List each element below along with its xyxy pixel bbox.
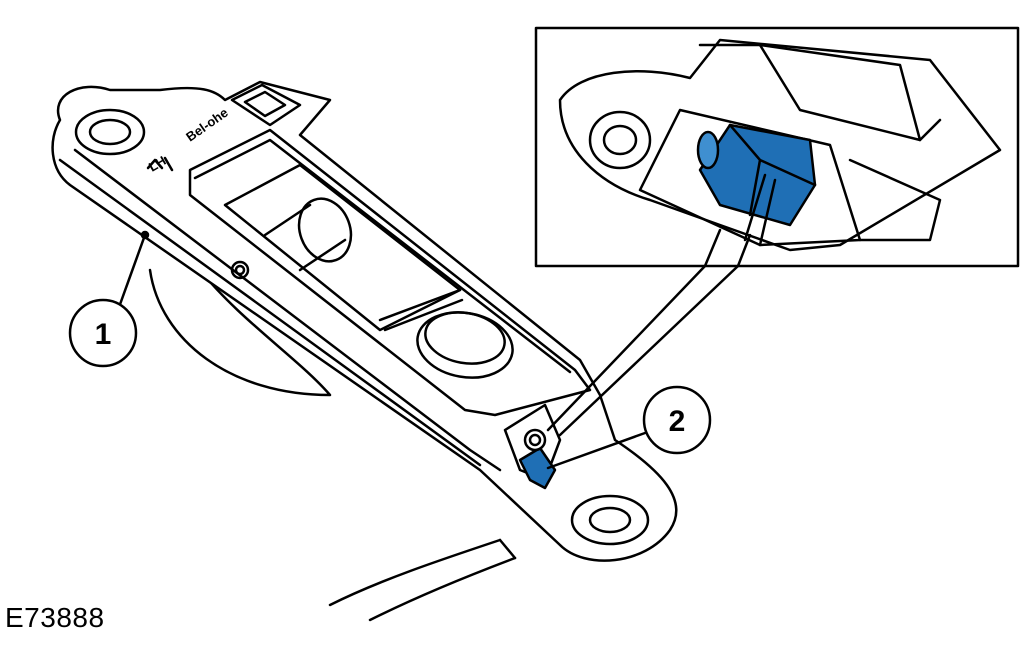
right-mount-hole: [570, 494, 650, 546]
figure-id: E73888: [5, 602, 105, 633]
callout-1-label: 1: [95, 318, 112, 351]
left-mount-hole: [74, 108, 146, 156]
wheel-disc: [148, 268, 332, 397]
callout-2-label: 2: [669, 405, 686, 438]
callout-2-leader: [546, 431, 647, 470]
inset-content: [558, 38, 1002, 268]
cable: [328, 538, 502, 607]
carriage-block: [188, 128, 592, 417]
callout-2: 2: [642, 385, 712, 455]
top-tab: [230, 83, 302, 127]
roller: [297, 197, 353, 263]
inset-leader: [546, 264, 740, 437]
callout-1: 1: [68, 298, 138, 368]
callout-1-leader: [116, 233, 147, 312]
